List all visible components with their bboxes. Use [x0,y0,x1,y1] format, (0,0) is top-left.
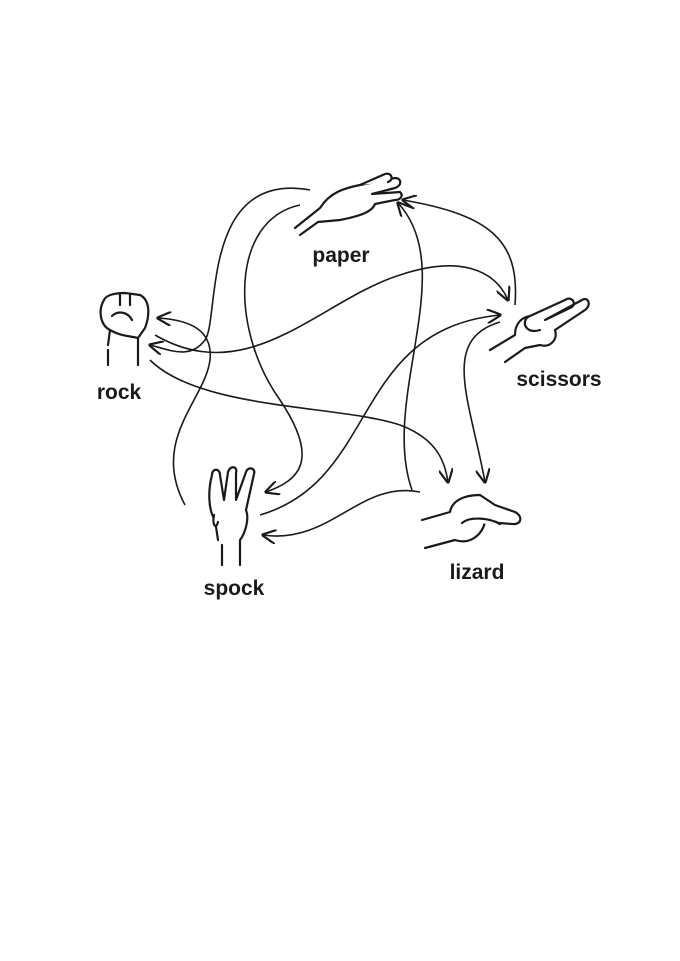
edge-lizard-spock [263,489,421,537]
scissors-hand-icon [488,297,590,364]
node-label-lizard: lizard [449,561,505,584]
lizard-hand-icon [420,493,522,550]
paper-hand-icon [293,172,403,237]
edge-scissors-paper [403,200,517,306]
edge-paper-spock [243,204,303,492]
edge-spock-rock [158,318,211,506]
spock-hand-icon [208,466,256,567]
edge-scissors-lizard [463,321,501,482]
node-label-spock: spock [203,577,265,600]
node-label-scissors: scissors [516,368,602,391]
edge-lizard-paper [398,203,424,491]
edges [149,187,517,537]
node-label-paper: paper [312,244,370,267]
node-label-rock: rock [96,381,142,404]
edge-rock-lizard [149,359,448,482]
rock-fist-icon [99,291,150,367]
edge-rock-scissors [154,265,508,354]
edge-spock-scissors [259,315,500,516]
edge-paper-rock [150,187,311,352]
